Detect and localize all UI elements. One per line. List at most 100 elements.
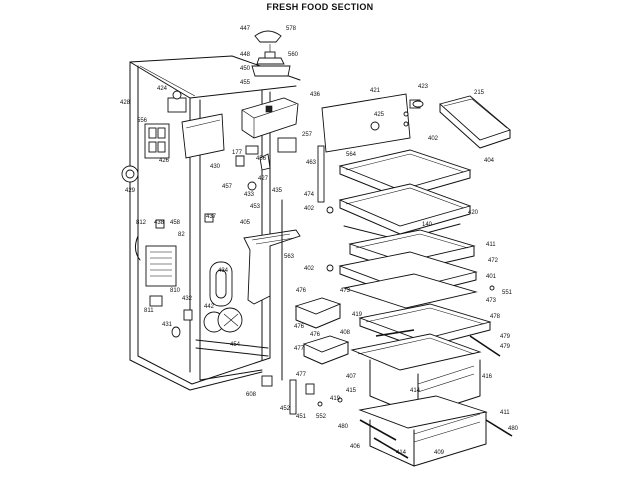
part-callout-455: 455	[240, 80, 251, 86]
callout-labels: 447 578 448 560 450 455 436 421 423 215 424 428 556 4…	[120, 26, 519, 456]
part-callout-404: 404	[484, 158, 495, 164]
part-callout-432: 432	[182, 296, 193, 302]
part-callout-433: 433	[244, 192, 255, 198]
part-callout-453: 453	[250, 204, 261, 210]
part-callout-401: 401	[486, 274, 497, 280]
part-callout-452: 452	[280, 406, 291, 412]
switch-assembly	[235, 137, 297, 191]
top-knob-assembly	[251, 30, 291, 77]
part-callout-556: 556	[137, 118, 148, 124]
part-callout-429: 429	[125, 188, 136, 194]
part-callout-451: 451	[296, 414, 307, 420]
part-callout-257: 257	[302, 132, 313, 138]
part-callout-474: 474	[304, 192, 315, 198]
air-duct-damper	[243, 229, 301, 305]
part-callout-409: 409	[434, 450, 445, 456]
diagram-title: FRESH FOOD SECTION	[266, 2, 374, 12]
part-callout-411: 411	[486, 242, 496, 248]
part-callout-608: 608	[246, 392, 257, 398]
part-callout-431: 431	[162, 322, 173, 328]
part-callout-450: 450	[240, 66, 251, 72]
air-duct	[209, 261, 233, 307]
fan-assembly	[149, 213, 243, 338]
part-callout-419: 419	[352, 312, 363, 318]
part-callout-458: 458	[170, 220, 181, 226]
dairy-bins	[294, 297, 350, 365]
light-shield	[181, 113, 225, 159]
part-callout-215: 215	[474, 90, 485, 96]
part-callout-480: 480	[508, 426, 519, 432]
part-callout-407: 407	[346, 374, 357, 380]
shelf-rail	[321, 93, 421, 153]
crisper-drawer-lower	[358, 395, 513, 467]
part-callout-456: 456	[256, 156, 267, 162]
part-callout-405: 405	[240, 220, 251, 226]
part-callout-177: 177	[232, 150, 243, 156]
part-callout-421: 421	[370, 88, 381, 94]
shelf-stack	[338, 149, 501, 357]
part-callout-140: 140	[422, 222, 433, 228]
part-callout-425: 425	[374, 112, 385, 118]
part-callout-427: 427	[258, 176, 269, 182]
part-callout-430: 430	[210, 164, 221, 170]
part-callout-415: 415	[346, 388, 357, 394]
utility-tray	[439, 95, 511, 149]
part-callout-428: 428	[120, 100, 131, 106]
part-callout-406: 406	[350, 444, 361, 450]
part-callout-480: 480	[338, 424, 349, 430]
part-callout-436: 436	[310, 92, 321, 98]
part-callout-424: 424	[157, 86, 168, 92]
part-callout-437: 437	[206, 214, 217, 220]
part-callout-414: 414	[410, 388, 421, 394]
part-callout-416: 416	[482, 374, 493, 380]
part-callout-477: 477	[294, 346, 305, 352]
part-callout-811: 811	[144, 308, 154, 314]
part-callout-473: 473	[340, 288, 351, 294]
part-callout-472: 472	[488, 258, 499, 264]
part-callout-435: 435	[272, 188, 283, 194]
part-callout-476: 476	[296, 288, 307, 294]
part-callout-457: 457	[222, 184, 233, 190]
part-callout-560: 560	[288, 52, 299, 58]
part-callout-414: 414	[396, 450, 407, 456]
temperature-control-housing	[241, 97, 299, 139]
part-callout-426: 426	[159, 158, 170, 164]
part-callout-812: 812	[136, 220, 147, 226]
thermostat-dial	[121, 165, 139, 183]
part-callout-810: 810	[170, 288, 181, 294]
part-callout-563: 563	[284, 254, 295, 260]
part-callout-419: 419	[330, 396, 341, 402]
small-hardware	[317, 100, 495, 407]
shelf-support-strip	[317, 145, 325, 203]
part-callout-478: 478	[490, 314, 501, 320]
part-callout-473: 473	[486, 298, 497, 304]
part-callout-448: 448	[240, 52, 251, 58]
part-callout-82: 82	[178, 232, 185, 238]
part-callout-402: 402	[428, 136, 439, 142]
part-callout-454: 454	[230, 342, 241, 348]
part-callout-463: 463	[306, 160, 317, 166]
part-callout-578: 578	[286, 26, 297, 32]
part-callout-476: 476	[310, 332, 321, 338]
part-callout-402: 402	[304, 266, 315, 272]
part-callout-411: 411	[500, 410, 510, 416]
part-callout-479: 479	[500, 334, 511, 340]
part-callout-442: 442	[204, 304, 215, 310]
bottom-parts	[261, 199, 315, 415]
part-callout-434: 434	[218, 268, 229, 274]
part-callout-408: 408	[340, 330, 351, 336]
light-socket-assembly	[144, 90, 187, 159]
part-callout-479: 479	[500, 344, 511, 350]
part-callout-447: 447	[240, 26, 251, 32]
part-callout-402: 402	[304, 206, 315, 212]
part-callout-438: 438	[154, 220, 165, 226]
part-callout-552: 552	[316, 414, 327, 420]
part-callout-476: 476	[294, 324, 305, 330]
part-callout-420: 420	[468, 210, 479, 216]
part-callout-551: 551	[502, 290, 513, 296]
part-callout-564: 564	[346, 152, 357, 158]
part-callout-477: 477	[296, 372, 307, 378]
heater-panel	[134, 235, 177, 287]
part-callout-423: 423	[418, 84, 429, 90]
